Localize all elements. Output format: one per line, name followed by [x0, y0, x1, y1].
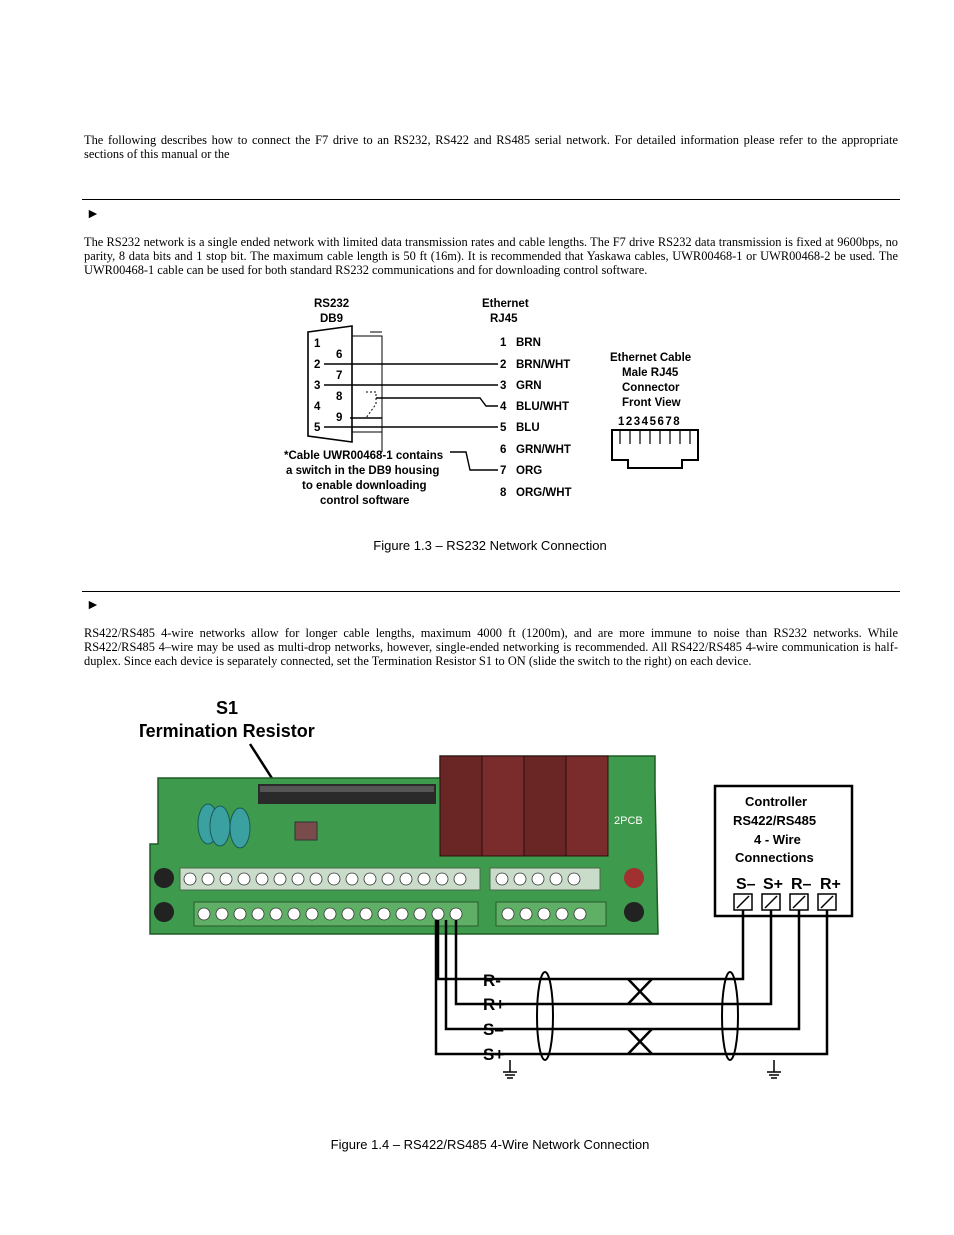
- figure-1-3-caption: Figure 1.3 – RS232 Network Connection: [373, 538, 607, 553]
- wire-s-minus: [444, 910, 801, 1031]
- connector-label-line2: Male RJ45: [622, 367, 679, 379]
- rj45-pin-8-color: ORG/WHT: [516, 487, 572, 499]
- controller-label-line3: 4 - Wire: [754, 832, 801, 847]
- figure-1-4-caption: Figure 1.4 – RS422/RS485 4-Wire Network …: [330, 1137, 650, 1152]
- db9-pin-2: 2: [314, 359, 320, 371]
- wire-label-r-minus: R-: [483, 971, 501, 990]
- cable-note-line1: *Cable UWR00468-1 contains: [284, 450, 443, 462]
- wire-r-minus: [436, 910, 745, 981]
- ground-icon: [767, 1060, 781, 1079]
- rj45-pin-1-num: 1: [500, 337, 507, 349]
- rj45-connector-icon: [611, 429, 699, 469]
- connector-label-line4: Front View: [622, 397, 681, 409]
- terminal-label-s-minus: S–: [736, 876, 756, 893]
- controller-label-line2: RS422/RS485: [733, 813, 816, 828]
- connector-label-line1: Ethernet Cable: [610, 352, 691, 364]
- wire-label-r-plus: R+: [483, 995, 505, 1014]
- rs485-paragraph: RS422/RS485 4-wire networks allow for lo…: [84, 626, 898, 668]
- terminal-label-r-minus: R–: [791, 876, 812, 893]
- rs485-diagram: S1 Termination Resistor 2PCB: [140, 698, 854, 1079]
- termination-resistor-label: Termination Resistor: [140, 721, 315, 741]
- rj45-pin-5-num: 5: [500, 422, 507, 434]
- wire-s-plus: [434, 910, 829, 1056]
- rj45-pin-3-color: GRN: [516, 380, 542, 392]
- rj45-pin-6-color: GRN/WHT: [516, 444, 571, 456]
- wire-r-plus: [454, 910, 773, 1006]
- db9-connector-shell: [307, 325, 353, 443]
- connector-label-line3: Connector: [622, 382, 680, 394]
- rj45-pin-2-color: BRN/WHT: [516, 359, 570, 371]
- rj45-pin-2-num: 2: [500, 359, 506, 371]
- rs232-diagram: RS232 DB9 Ethernet RJ45 1 2 3 4 5 6 7 8 …: [284, 298, 699, 507]
- section-arrow-icon: ►: [86, 598, 100, 613]
- db9-pin-1: 1: [314, 338, 321, 350]
- cable-note-line2: a switch in the DB9 housing: [286, 465, 439, 477]
- db9-pin-3: 3: [314, 380, 320, 392]
- rj45-pin-8-num: 8: [500, 487, 507, 499]
- controller-label-line4: Connections: [735, 850, 814, 865]
- cable-note-line4: control software: [320, 495, 409, 507]
- option-board: 2PCB: [149, 755, 659, 935]
- db9-pin-4: 4: [314, 401, 321, 413]
- db9-pin-6: 6: [336, 349, 342, 361]
- rj45-pin-4-color: BLU/WHT: [516, 401, 569, 413]
- rs232-paragraph: The RS232 network is a single ended netw…: [84, 235, 898, 277]
- cable-note-line3: to enable downloading: [302, 480, 427, 492]
- section-rule: [82, 591, 900, 592]
- download-switch: [360, 391, 377, 419]
- db9-title-line2: DB9: [320, 313, 343, 325]
- db9-housing: [351, 335, 383, 433]
- rj45-pin-4-num: 4: [500, 401, 507, 413]
- wire-label-s-minus: S–: [483, 1020, 504, 1039]
- rj45-pin-6-num: 6: [500, 444, 506, 456]
- db9-pin-9: 9: [336, 412, 342, 424]
- intro-paragraph: The following describes how to connect t…: [84, 133, 898, 161]
- rj45-pin-5-color: BLU: [516, 422, 540, 434]
- connector-digits: 12345678: [618, 416, 681, 428]
- db9-pin-5: 5: [314, 422, 321, 434]
- section-arrow-icon: ►: [86, 207, 100, 222]
- db9-pin-8: 8: [336, 391, 343, 403]
- section-rule: [82, 199, 900, 200]
- board-label: 2PCB: [614, 815, 643, 827]
- rj45-pin-1-color: BRN: [516, 337, 541, 349]
- eth-title-line1: Ethernet: [482, 298, 529, 310]
- ground-icon: [503, 1060, 517, 1079]
- db9-title-line1: RS232: [314, 298, 349, 310]
- terminal-label-s-plus: S+: [763, 876, 783, 893]
- eth-title-line2: RJ45: [490, 313, 518, 325]
- wire-label-s-plus: S+: [483, 1045, 504, 1064]
- terminal-label-r-plus: R+: [820, 876, 841, 893]
- db9-pin-7: 7: [336, 370, 342, 382]
- rj45-pin-7-color: ORG: [516, 465, 542, 477]
- s1-label: S1: [216, 698, 238, 718]
- rj45-pin-3-num: 3: [500, 380, 506, 392]
- rj45-pin-7-num: 7: [500, 465, 506, 477]
- controller-label-line1: Controller: [745, 794, 807, 809]
